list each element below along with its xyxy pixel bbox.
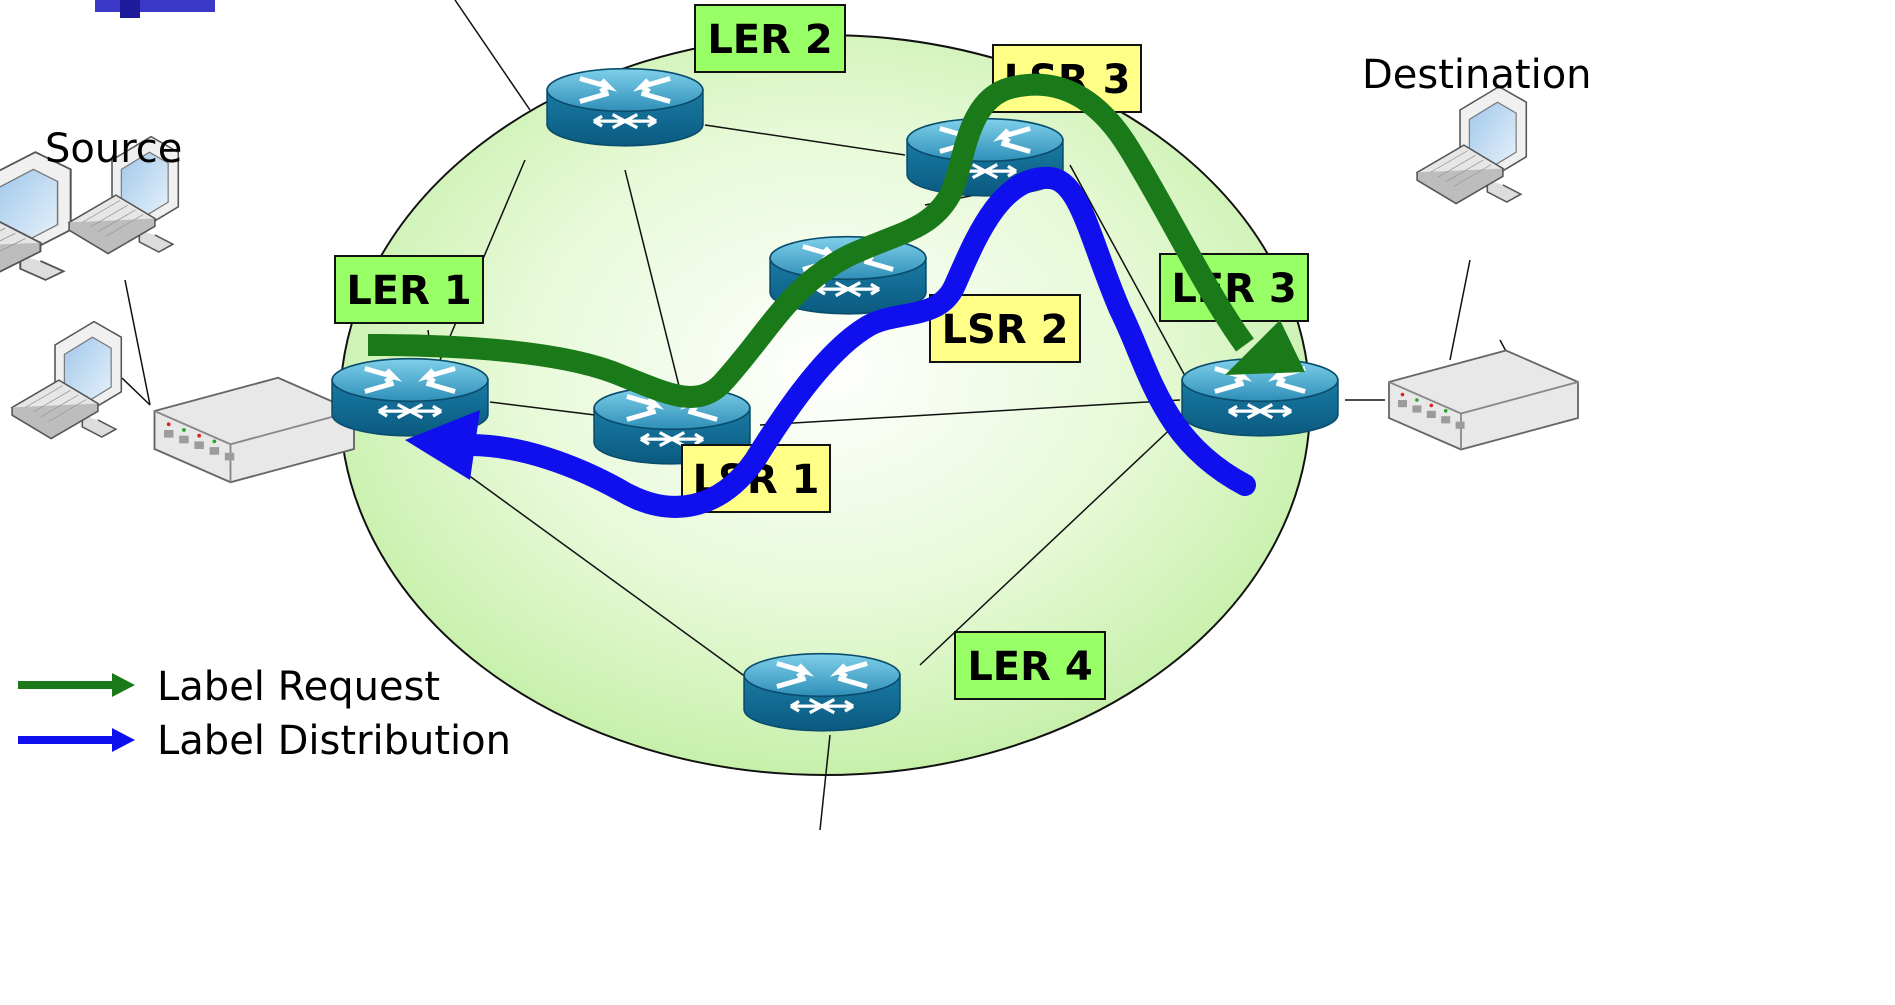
source-label: Source [45,126,182,172]
ler1-label: LER 1 [346,268,471,314]
destination-switch-icon [1388,349,1579,451]
title-bar-fragment [95,0,215,12]
destination-pc-icon [1416,85,1528,205]
legend-request-arrow-icon [18,673,135,697]
network-links [121,0,1509,831]
ler1-tag [334,255,484,324]
router-ler4 [744,654,900,731]
title-bar-mark [120,0,140,18]
legend: Label Request Label Distribution [18,664,511,764]
legend-request-label: Label Request [157,664,440,710]
lsr2-tag [929,294,1081,363]
source-switch-icon [153,376,355,484]
ler4-tag [954,631,1106,700]
ler2-tag [694,4,846,73]
source-pc-2-icon [11,320,123,440]
label-distribution-path [405,167,1256,518]
ler2-label: LER 2 [707,17,832,63]
router-ler2 [547,69,703,146]
lsr2-label: LSR 2 [942,307,1069,353]
ler4-label: LER 4 [967,644,1092,690]
legend-distribution-label: Label Distribution [157,718,511,764]
legend-distribution-arrow-icon [18,728,135,752]
destination-label: Destination [1362,52,1592,98]
label-request-path [367,73,1305,408]
